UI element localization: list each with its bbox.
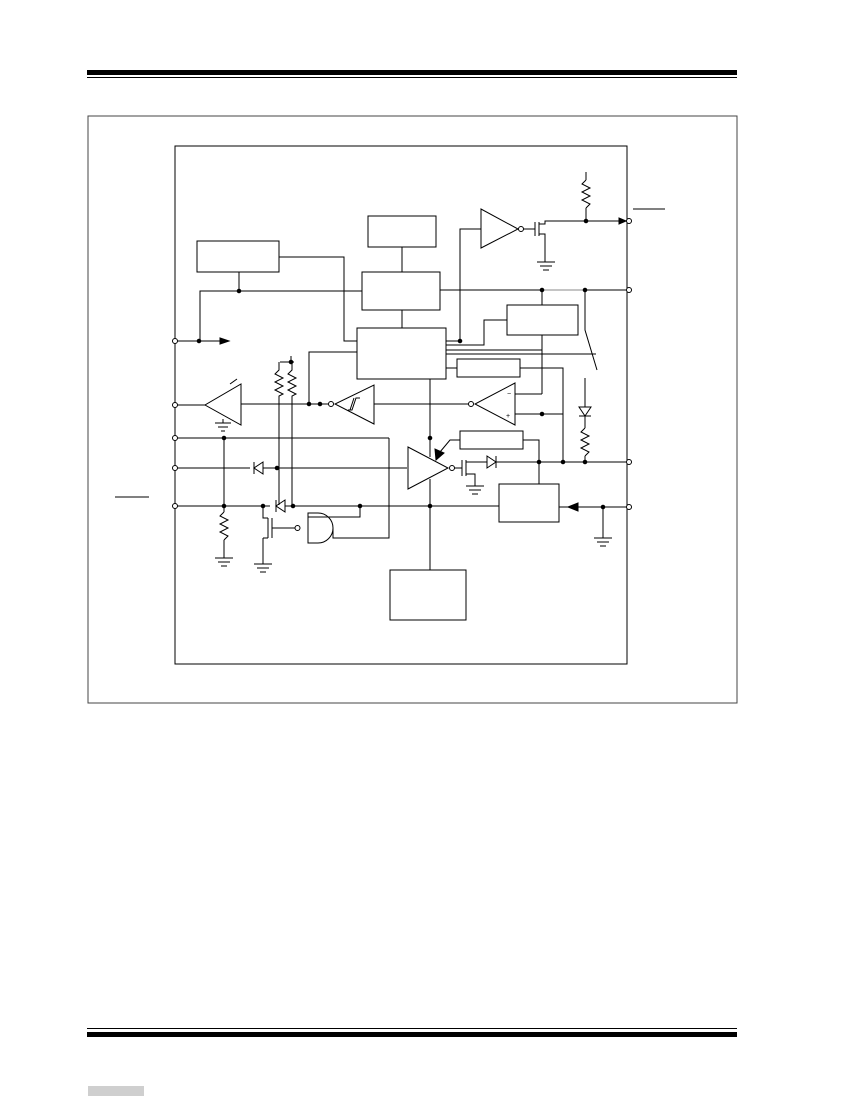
- header-rule-thin: [87, 77, 737, 78]
- diode-right: [578, 406, 592, 417]
- hysteresis-symbol: [348, 397, 360, 411]
- output-driver-section: [446, 172, 628, 344]
- footer-rule-thin: [87, 1028, 737, 1029]
- block-upper-center: [361, 271, 441, 311]
- pins: [172, 218, 632, 510]
- output-arrow: [618, 217, 628, 225]
- schmitt-trigger: [333, 384, 375, 425]
- diode-left-upper: [253, 461, 264, 475]
- pin-left-3: [172, 435, 178, 441]
- diode-left-lower: [275, 499, 286, 513]
- block-left: [196, 240, 280, 273]
- block-control-logic: [356, 327, 447, 380]
- svg-text:+: +: [506, 413, 510, 420]
- pulldown-resistor: [218, 511, 230, 541]
- input-arrow-right: [566, 502, 579, 512]
- block-bottom: [389, 569, 467, 621]
- block-right: [506, 304, 579, 336]
- pin-right-3: [626, 459, 632, 465]
- device-boundary: [174, 145, 628, 665]
- pin-right-4: [626, 504, 632, 510]
- pullup-resistor-2: [286, 362, 298, 505]
- header-rule-thick: [87, 70, 737, 75]
- block-small-upper: [456, 358, 521, 378]
- svg-text:−: −: [507, 391, 511, 398]
- pin-left-5: [172, 503, 178, 509]
- input-arrow: [219, 337, 231, 345]
- pin-left-1: [172, 338, 178, 344]
- input-buffer: [203, 383, 242, 426]
- footer-rule-thick: [87, 1032, 737, 1037]
- pin-left-4: [172, 465, 178, 471]
- comparator: [473, 382, 516, 426]
- switch: [584, 290, 598, 371]
- figure-outer-frame: [87, 115, 738, 704]
- footer-tab: [88, 1086, 144, 1096]
- pullup-resistor-1: [273, 362, 285, 505]
- functional-blocks: [196, 215, 579, 621]
- pin-right-2: [626, 287, 632, 293]
- block-top: [367, 215, 437, 248]
- output-driver: [407, 446, 450, 490]
- block-lower-right: [498, 483, 560, 523]
- resistor-right: [579, 427, 591, 457]
- pullup-resistor-top: [580, 179, 592, 209]
- block-small-lower: [459, 430, 524, 450]
- output-inverter-buffer: [480, 208, 520, 249]
- diode-output: [486, 455, 497, 469]
- pin-left-2: [172, 402, 178, 408]
